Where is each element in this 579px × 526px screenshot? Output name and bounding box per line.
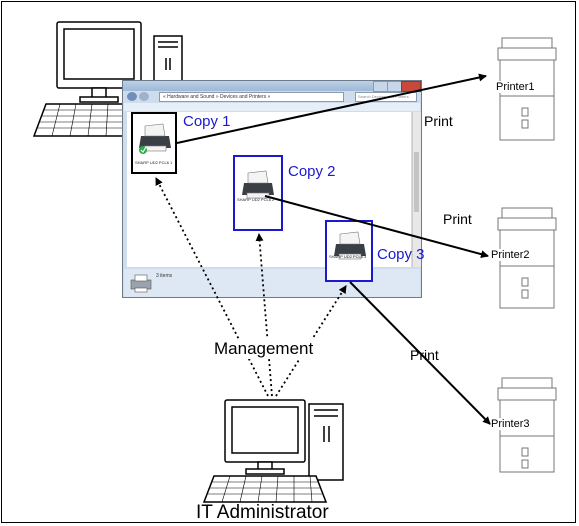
window-titlebar[interactable]	[123, 81, 421, 91]
admin-label: IT Administrator	[196, 502, 329, 523]
print-label-3: Print	[410, 347, 439, 363]
scrollbar-thumb[interactable]	[414, 152, 419, 212]
printer-copy-2-box[interactable]: SHARP UD2 PCL6 2	[233, 155, 283, 231]
print-arrow-2	[264, 195, 489, 259]
print-label-1: Print	[424, 113, 453, 129]
printer-3-label: Printer3	[491, 418, 530, 430]
printer-copy-3-name: SHARP UD2 PCL6 3	[329, 254, 367, 259]
printer-device-3-icon	[497, 377, 557, 473]
printer-1-label: Printer1	[496, 81, 535, 93]
printer-copy-2-name: SHARP UD2 PCL6 2	[237, 197, 275, 202]
printer-2-label: Printer2	[491, 249, 530, 261]
window-toolbar	[124, 103, 420, 111]
copy-1-label: Copy 1	[183, 113, 231, 130]
copy-3-label: Copy 3	[377, 246, 425, 263]
vertical-scrollbar[interactable]	[412, 112, 421, 267]
printer-copy-3-box[interactable]: SHARP UD2 PCL6 3	[325, 220, 373, 282]
printer-device-1-icon	[497, 37, 557, 141]
printer-copy-1-box[interactable]: SHARP UD2 PCL6 1	[131, 112, 177, 174]
print-label-2: Print	[443, 211, 472, 227]
forward-arrow-icon[interactable]	[139, 92, 149, 101]
admin-computer-icon	[202, 399, 344, 503]
management-arrow-1	[155, 177, 269, 397]
printer-device-2-icon	[497, 207, 557, 309]
address-bar[interactable]: « Hardware and Sound » Devices and Print…	[159, 92, 344, 102]
management-arrow-2	[255, 233, 273, 397]
print-arrow-1	[176, 73, 487, 144]
printer-copy-2-icon	[242, 170, 274, 199]
status-printer-icon	[130, 274, 152, 293]
printer-copy-1-name: SHARP UD2 PCL6 1	[135, 160, 173, 165]
back-arrow-icon[interactable]	[127, 92, 137, 101]
printer-copy-1-icon	[139, 123, 171, 154]
status-text: 3 items	[156, 273, 173, 279]
print-arrow-3	[349, 281, 491, 425]
copy-2-label: Copy 2	[288, 163, 336, 180]
printer-copy-3-icon	[334, 231, 366, 260]
management-label: Management	[214, 339, 314, 359]
